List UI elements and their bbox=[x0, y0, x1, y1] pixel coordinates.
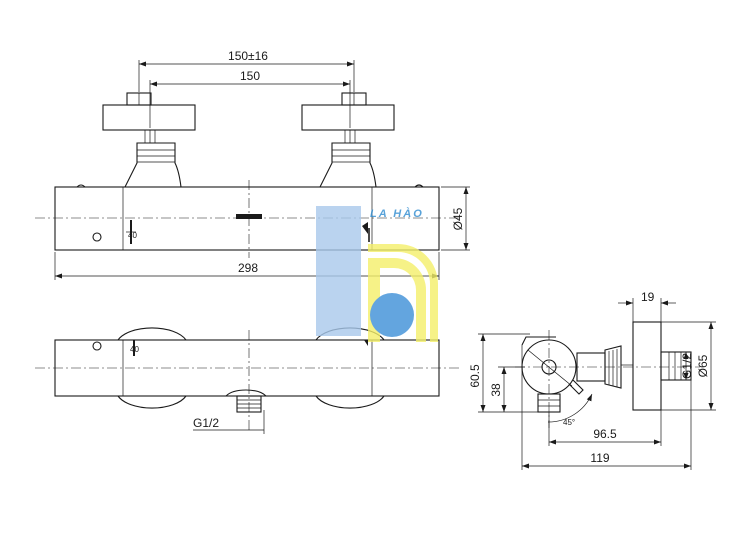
dim-flange-diameter: Ø65 bbox=[696, 354, 710, 377]
side-view: 45° 60.5 38 96.5 119 19 G1/2 Ø65 bbox=[468, 290, 716, 470]
bottom-view: 40 G1/2 bbox=[35, 327, 460, 434]
front-view: 40 bbox=[35, 49, 470, 280]
side-flange bbox=[632, 321, 662, 411]
dim-diameter-body: Ø45 bbox=[451, 207, 465, 230]
dim-offset: 19 bbox=[641, 290, 655, 304]
inlet-thread-label: G1/2 bbox=[680, 353, 694, 379]
dim-height-a: 60.5 bbox=[468, 364, 482, 388]
right-inlet-front bbox=[301, 92, 395, 188]
dim-height-b: 38 bbox=[489, 383, 503, 397]
dim-depth-b: 119 bbox=[590, 451, 609, 465]
dim-spacing-tolerance: 150±16 bbox=[228, 49, 268, 63]
temp-40-label: 40 bbox=[128, 231, 137, 240]
dim-spacing: 150 bbox=[240, 69, 260, 83]
bottom-temp-40-label: 40 bbox=[130, 345, 139, 354]
bottom-outlet bbox=[225, 389, 267, 434]
dim-length: 298 bbox=[238, 261, 258, 275]
outlet-thread-label: G1/2 bbox=[193, 416, 219, 430]
temperature-mark-left: 40 bbox=[92, 220, 137, 244]
watermark-text: LA HÀO bbox=[370, 207, 424, 220]
watermark-logo: LA HÀO bbox=[316, 206, 438, 342]
left-inlet-front bbox=[102, 92, 196, 188]
angle-label: 45° bbox=[563, 418, 575, 427]
mixer-body-front bbox=[54, 186, 440, 251]
dim-depth-a: 96.5 bbox=[593, 427, 617, 441]
